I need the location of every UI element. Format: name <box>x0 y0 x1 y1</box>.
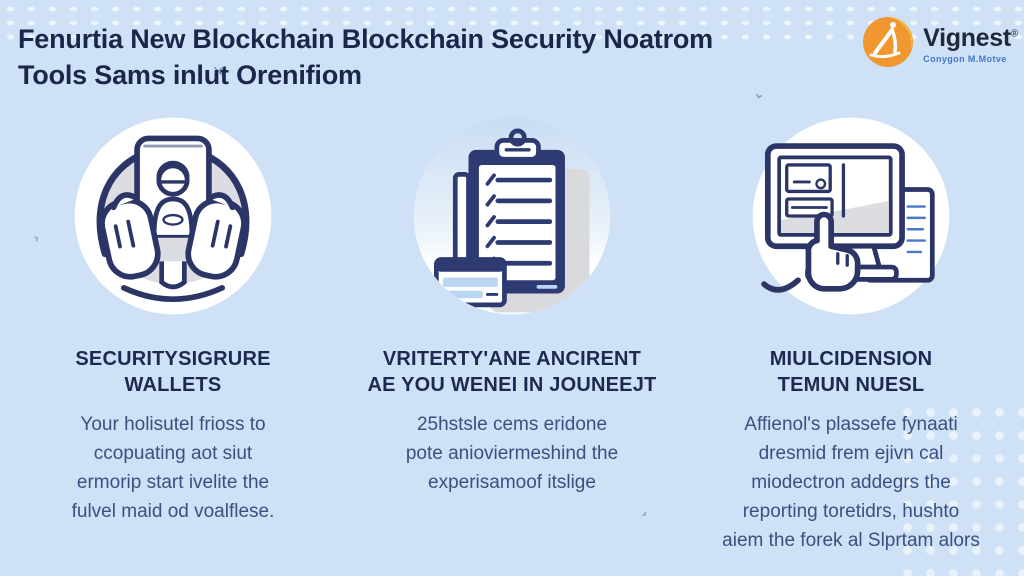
checklist-clipboard-icon <box>408 112 616 320</box>
column-checklist: VRITERTY'ANE ANCIRENT AE YOU WENEI IN JO… <box>347 112 677 498</box>
brand-logo-text: Vignest® Conygon M.Motve <box>923 23 1018 64</box>
page-title-line1: Fenurtia New Blockchain Blockchain Secur… <box>18 24 713 54</box>
secure-wallet-hands-icon <box>69 112 277 320</box>
column-body-text: Affienol's plassefe fynaati dresmid frem… <box>683 411 1019 555</box>
body-line: miodectron addegrs the <box>751 471 951 493</box>
body-line: experisamoof itslige <box>428 471 596 493</box>
body-line: 25hstsle cems eridone <box>416 414 608 435</box>
page-title: Fenurtia New Blockchain Blockchain Secur… <box>18 22 718 94</box>
heading-line: TEMUN NUESL <box>777 374 925 396</box>
body-line: reporting toretidrs, hushto <box>742 500 960 522</box>
monitor-reporting-icon <box>747 112 955 320</box>
column-heading: VRITERTY'ANE ANCIRENT AE YOU WENEI IN JO… <box>347 346 677 398</box>
heading-line: VRITERTY'ANE ANCIRENT <box>382 348 642 370</box>
column-heading: SECURITYSIGRURE WALLETS <box>8 346 338 398</box>
column-heading: MIULCIDENSION TEMUN NUESL <box>683 346 1019 398</box>
heading-line: MIULCIDENSION <box>769 348 933 370</box>
column-body-text: Your holisutel frioss to ccopuating aot … <box>8 411 338 527</box>
body-line: fulvel maid od voalflese. <box>71 500 275 522</box>
body-line: dresmid frem ejivn cal <box>758 442 944 464</box>
orange-figure-logo-icon <box>862 16 914 73</box>
body-line: Your holisutel frioss to <box>80 414 266 435</box>
speck-icon: › <box>638 506 652 521</box>
column-secure-wallets: SECURITYSIGRURE WALLETS Your holisutel f… <box>8 112 338 527</box>
body-line: pote anioviermeshind the <box>405 442 619 464</box>
registered-mark: ® <box>1010 28 1018 40</box>
body-line: ermorip start ivelite the <box>76 471 270 493</box>
column-body-text: 25hstsle cems eridone pote anioviermeshi… <box>347 411 677 498</box>
heading-line: AE YOU WENEI IN JOUNEEJT <box>367 374 657 396</box>
brand-tagline: Conygon M.Motve <box>923 53 1007 64</box>
page-title-line2: Tools Sams inlut Orenifiom <box>18 59 362 90</box>
brand-name: Vignest® <box>923 23 1018 52</box>
body-line: Affienol's plassefe fynaati <box>744 414 958 435</box>
body-line: aiem the forek al Slprtam alors <box>722 529 980 551</box>
column-reporting: MIULCIDENSION TEMUN NUESL Affienol's pla… <box>683 112 1019 555</box>
speck-icon: ⌄ <box>752 84 767 103</box>
heading-line: SECURITYSIGRURE <box>75 348 271 370</box>
heading-line: WALLETS <box>124 374 222 396</box>
body-line: ccopuating aot siut <box>93 442 253 464</box>
brand-logo: Vignest® Conygon M.Motve <box>862 16 1018 73</box>
